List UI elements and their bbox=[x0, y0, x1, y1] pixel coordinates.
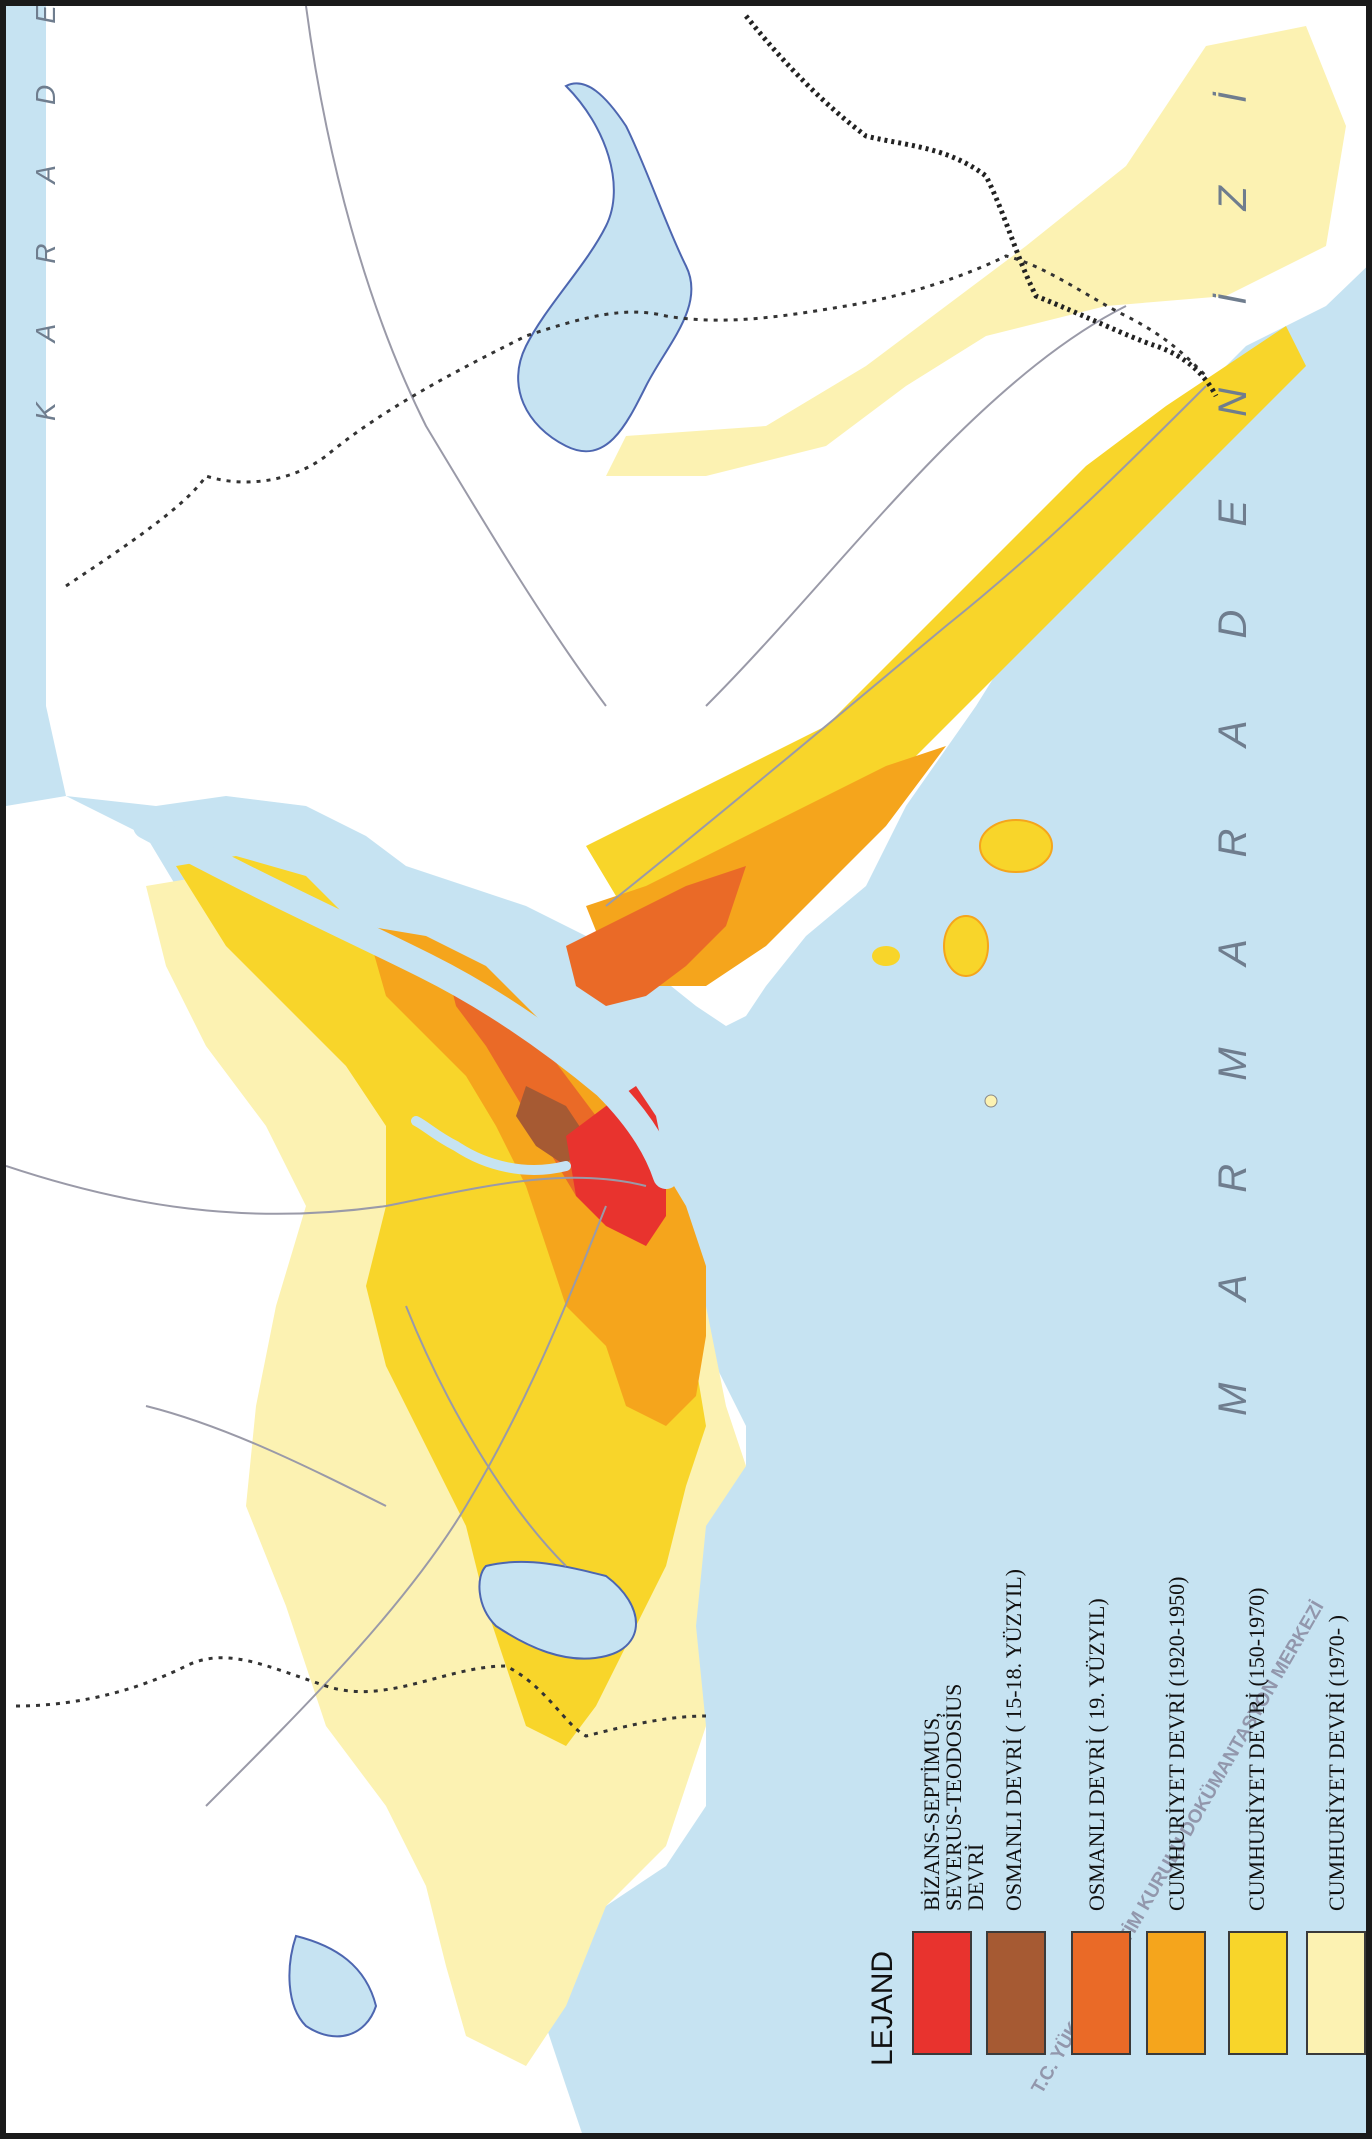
legend-label-byzantine: BİZANS-SEPTİMUS, SEVERUS-TEODOSİUS DEVRİ bbox=[919, 1683, 988, 1911]
province-boundary-northeast bbox=[744, 14, 1219, 398]
island bbox=[943, 915, 989, 977]
island bbox=[872, 946, 900, 966]
legend-swatch-ottoman-15-18 bbox=[986, 1931, 1046, 2055]
legend-swatch-byzantine bbox=[912, 1931, 972, 2055]
lake-small bbox=[288, 1934, 378, 2038]
bosphorus-strait bbox=[133, 813, 679, 1189]
legend-label-republic-1970: CUMHURİYET DEVRİ (1970- ) bbox=[1324, 1615, 1349, 1911]
sea-label-north: K A R A D E N İ Z bbox=[30, 0, 61, 421]
zone-1970-east bbox=[606, 26, 1346, 476]
legend-swatch-republic-1970 bbox=[1306, 1931, 1366, 2055]
golden-horn bbox=[411, 1116, 571, 1175]
legend-label-republic-150-1970: CUMHURİYET DEVRİ (150-1970) bbox=[1244, 1587, 1269, 1911]
lake-reservoir bbox=[517, 82, 693, 453]
island bbox=[979, 819, 1053, 873]
legend-swatch-ottoman-19 bbox=[1071, 1931, 1131, 2055]
legend-label-ottoman-15-18: OSMANLI DEVRİ ( 15-18. YÜZYIL) bbox=[1001, 1569, 1026, 1911]
zone-1950-1970-east bbox=[586, 326, 1306, 966]
legend-label-republic-1920-1950: CUMHURİYET DEVRİ (1920-1950) bbox=[1164, 1576, 1189, 1911]
zone-19th-century-east bbox=[566, 866, 746, 1006]
road-network bbox=[6, 6, 1207, 1807]
lake-buyukcekmece bbox=[478, 1560, 637, 1660]
legend-label-ottoman-19: OSMANLI DEVRİ ( 19. YÜZYIL) bbox=[1084, 1598, 1109, 1911]
island bbox=[984, 1094, 998, 1108]
legend-title: LEJAND bbox=[866, 1950, 899, 2066]
sea-label-south: M A R M A R A D E N İ Z İ bbox=[1211, 55, 1255, 1416]
legend-swatch-republic-1920-1950 bbox=[1146, 1931, 1206, 2055]
istanbul-urban-growth-map bbox=[6, 6, 1366, 2133]
zone-1920-1950 bbox=[366, 926, 706, 1426]
legend-swatch-republic-150-1970 bbox=[1228, 1931, 1288, 2055]
